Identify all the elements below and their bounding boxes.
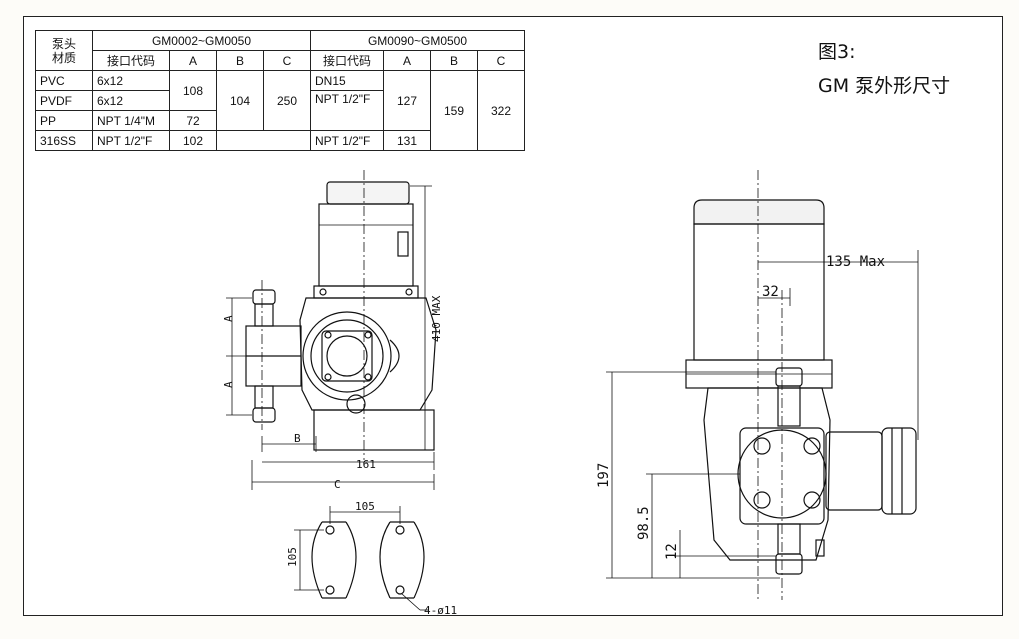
base-plate-dimensions — [294, 506, 428, 611]
hdr-material-line1: 泵头 — [51, 36, 76, 51]
dim-holes: 4-ø11 — [424, 604, 457, 617]
material-cell: 316SS — [35, 130, 93, 151]
hdr-material: 泵头 材质 — [35, 30, 93, 71]
front-view-dimensions — [226, 170, 435, 490]
dim-105-height: 105 — [286, 547, 299, 567]
dim-98-5: 98.5 — [636, 506, 652, 540]
side-view-dimensions — [606, 170, 919, 600]
dim-105-width: 105 — [355, 500, 375, 513]
dim-161: 161 — [356, 458, 376, 471]
g2-b-cell: 159 — [430, 70, 478, 151]
dim-32: 32 — [762, 284, 779, 300]
dim-a-lower: A — [222, 381, 235, 388]
g1-conn-header: 接口代码 — [92, 50, 170, 71]
dim-b: B — [294, 432, 301, 445]
dim-197: 197 — [596, 463, 612, 488]
g2-c-cell: 322 — [477, 70, 525, 151]
g2-code-cell: NPT 1/2"F — [310, 90, 384, 131]
dim-410-max: 410 MAX — [430, 295, 443, 342]
g1-code-cell: NPT 1/4"M — [92, 110, 170, 131]
side-view-labels: 135 Max 32 197 98.5 12 — [596, 254, 885, 560]
g1-code-cell: 6x12 — [92, 90, 170, 111]
material-cell: PVC — [35, 70, 93, 91]
dim-135-max: 135 Max — [826, 254, 885, 270]
g2-code-cell: NPT 1/2"F — [310, 130, 384, 151]
figure-title: 图3: GM 泵外形尺寸 — [818, 35, 950, 103]
g2-a-cell: 131 — [383, 130, 431, 151]
g1-a-cell: 108 — [169, 70, 217, 111]
side-view-pump — [685, 199, 917, 575]
figure-caption: GM 泵外形尺寸 — [818, 75, 951, 97]
figure-number: 图3: — [818, 41, 856, 63]
g1-c-cell: 250 — [263, 70, 311, 131]
dim-c: C — [334, 478, 341, 491]
hdr-material-line2: 材质 — [51, 50, 76, 65]
g1-b-cell: 104 — [216, 70, 264, 131]
group2-header: GM0090~GM0500 — [310, 30, 525, 51]
dim-a-upper: A — [222, 315, 235, 322]
front-view-labels: A A 410 MAX B 161 C — [222, 295, 443, 491]
g1-a-cell: 102 — [169, 130, 217, 151]
base-plate-labels: 105 105 4-ø11 — [286, 500, 457, 617]
front-view-pump — [245, 181, 437, 451]
g2-a-cell: 127 — [383, 70, 431, 131]
g1-code-cell: NPT 1/2"F — [92, 130, 170, 151]
dim-12: 12 — [664, 543, 680, 560]
g2-conn-header: 接口代码 — [310, 50, 384, 71]
base-plate-view — [311, 521, 425, 599]
dimension-table: 泵头 材质 GM0002~GM0050 GM0090~GM0500 接口代码 A… — [35, 30, 525, 151]
